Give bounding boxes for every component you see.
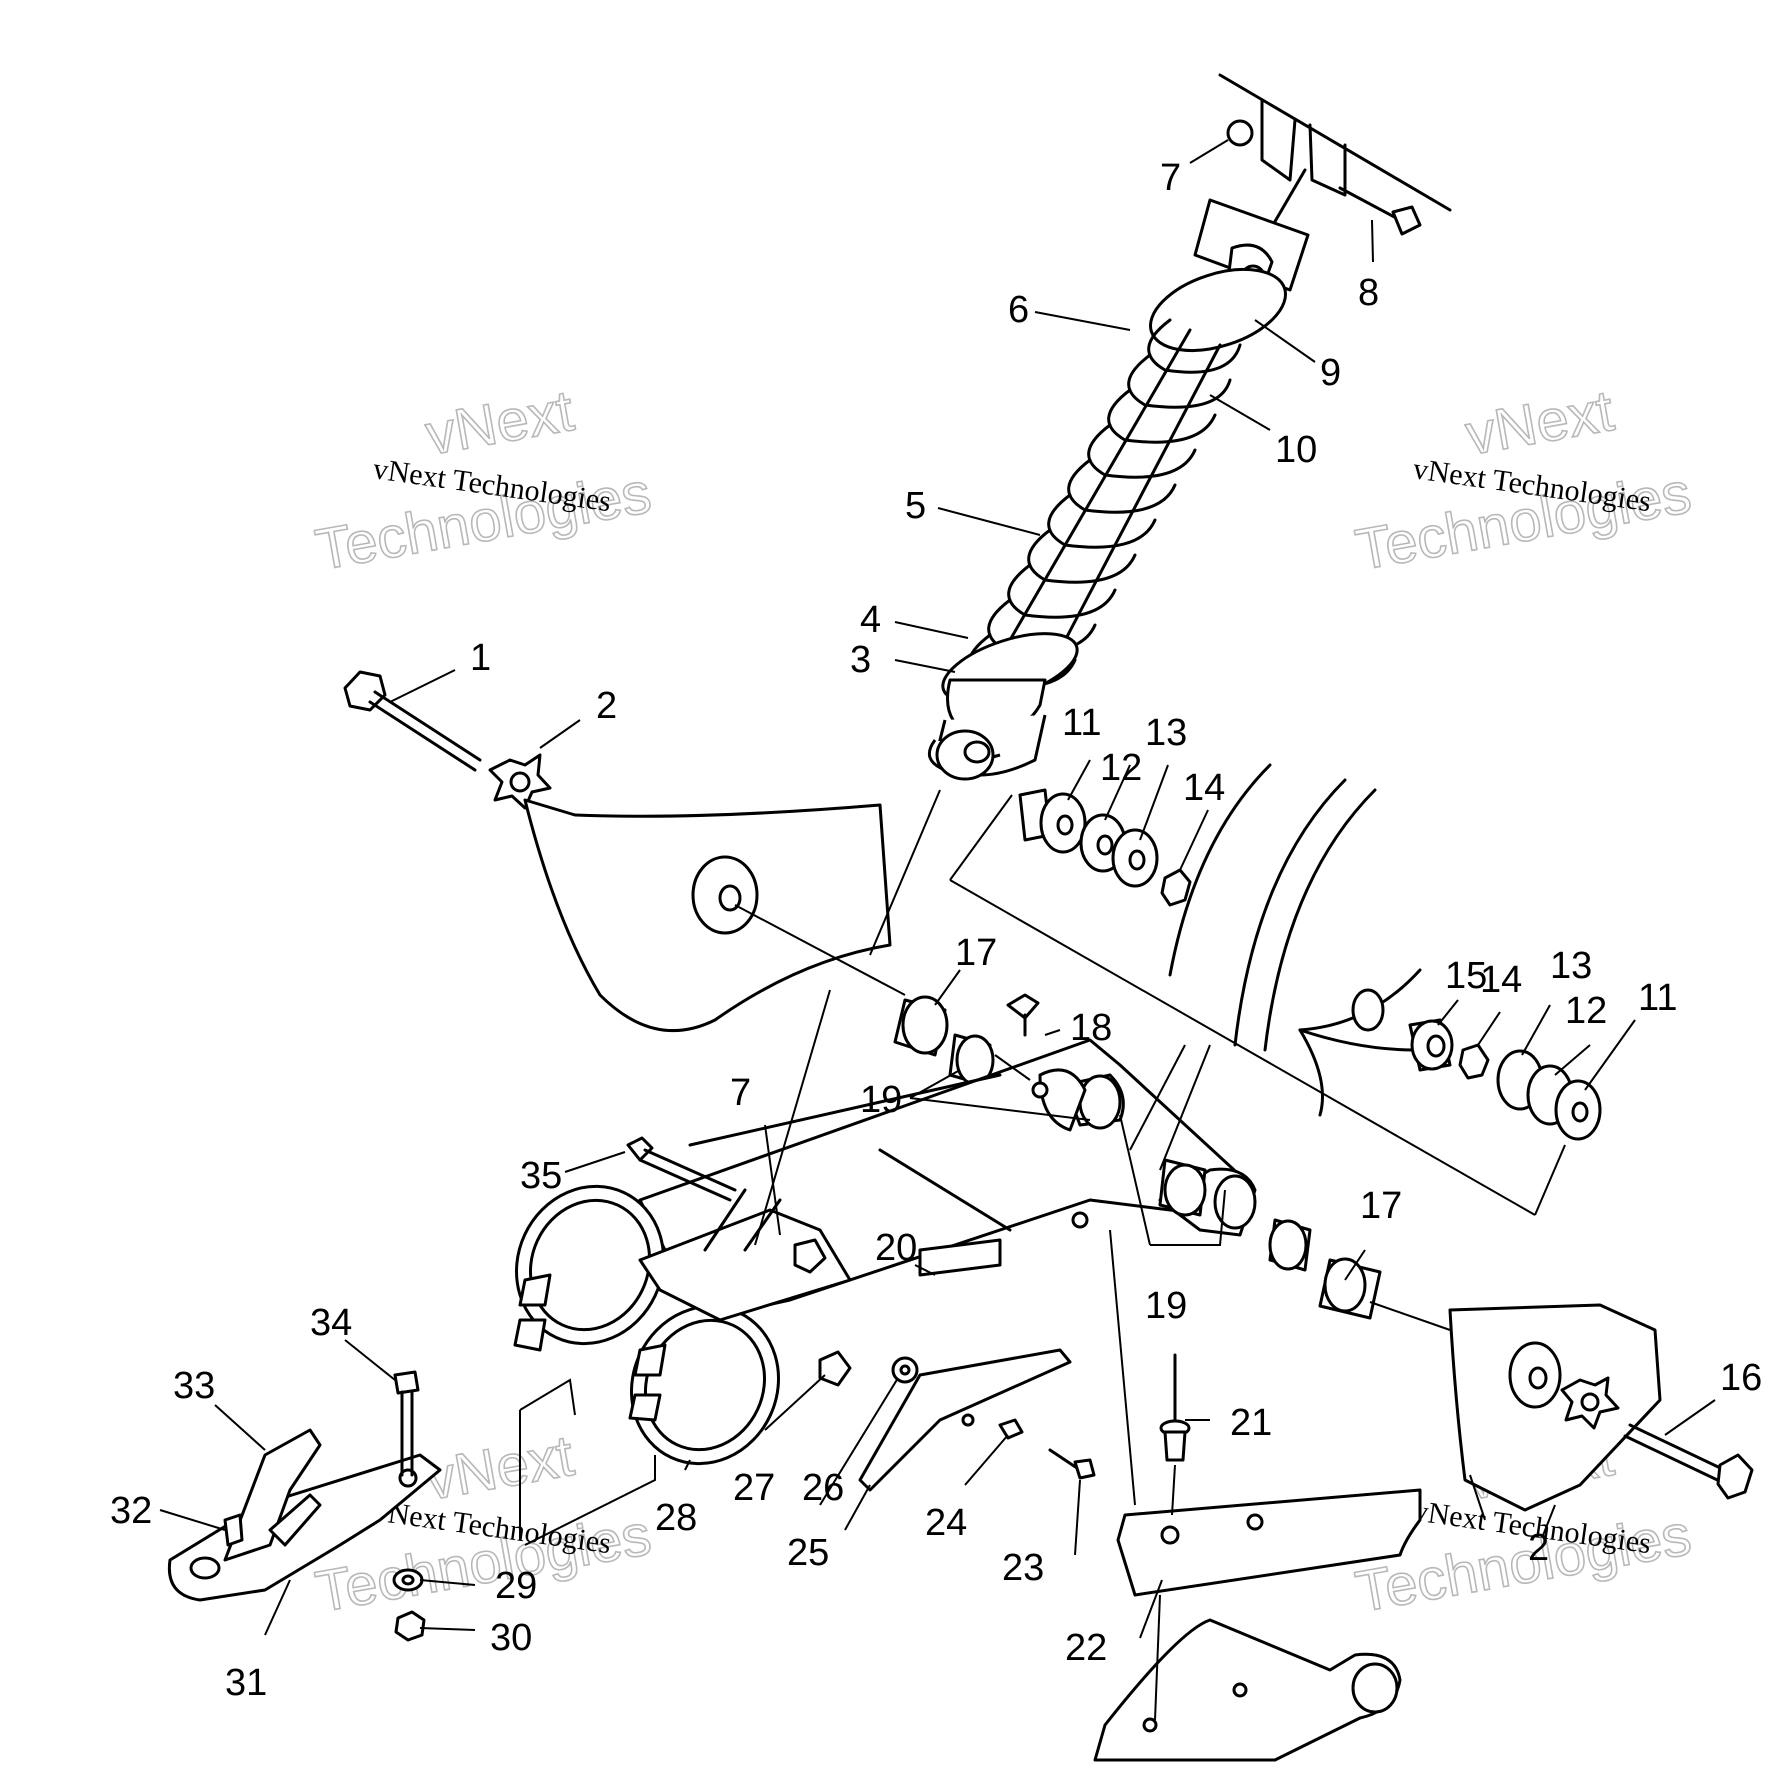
nut-32 xyxy=(223,1513,244,1547)
bolt-35 xyxy=(626,1136,737,1202)
callout-12: 12 xyxy=(1100,747,1142,789)
callout-21: 21 xyxy=(1230,1402,1272,1444)
callout-17: 17 xyxy=(955,932,997,974)
watermark-top-left: vNext Technologies vNext Technologies xyxy=(310,377,656,583)
axle-clamp-upper xyxy=(513,1184,665,1352)
callout-6: 6 xyxy=(1008,289,1029,331)
wheel-arc xyxy=(1168,763,1377,1052)
callout-3: 3 xyxy=(850,639,871,681)
star-washer-2-right xyxy=(1560,1376,1620,1430)
callout-4: 4 xyxy=(860,599,881,641)
washer-26 xyxy=(891,1356,919,1384)
callout-8: 8 xyxy=(1358,272,1379,314)
callout-5: 5 xyxy=(905,485,926,527)
callout-14: 14 xyxy=(1480,959,1522,1001)
washer-11-upper xyxy=(1018,788,1087,854)
lower-arm-bracket xyxy=(1093,1618,1402,1762)
callout-28: 28 xyxy=(655,1497,697,1539)
callout-labels: 1 2 2 3 4 5 6 7 7 8 9 10 11 11 12 12 13 … xyxy=(110,157,1762,1704)
bracket-25 xyxy=(858,1348,1072,1492)
washer-29 xyxy=(392,1568,424,1592)
leader-lines xyxy=(159,139,1716,1639)
grease-fitting-18 xyxy=(1006,993,1040,1037)
nut-14-lower xyxy=(1458,1043,1490,1080)
nut-7-lower xyxy=(793,1238,827,1274)
nut-14-upper xyxy=(1160,868,1192,907)
bushing-19-right xyxy=(1158,1158,1312,1272)
callout-10: 10 xyxy=(1275,429,1317,471)
shock-absorber xyxy=(927,243,1287,781)
callout-14: 14 xyxy=(1183,767,1225,809)
callout-11: 11 xyxy=(1638,977,1677,1019)
callout-23: 23 xyxy=(1002,1547,1044,1589)
bolt-1 xyxy=(343,670,482,772)
callout-15: 15 xyxy=(1445,955,1487,997)
nut-27 xyxy=(818,1350,852,1387)
shock-spring xyxy=(967,318,1242,689)
callout-33: 33 xyxy=(173,1365,215,1407)
star-washer-2-left xyxy=(488,753,552,810)
callout-2: 2 xyxy=(1528,1527,1549,1569)
callout-31: 31 xyxy=(225,1662,267,1704)
watermark-top-right: vNext Technologies vNext Technologies xyxy=(1350,377,1696,583)
callout-27: 27 xyxy=(733,1467,775,1509)
pin-24 xyxy=(998,1418,1024,1440)
callout-7: 7 xyxy=(1160,157,1181,199)
callout-20: 20 xyxy=(875,1227,917,1269)
callout-19: 19 xyxy=(860,1079,902,1121)
callout-22: 22 xyxy=(1065,1627,1107,1669)
callout-2: 2 xyxy=(596,685,617,727)
watermark-big-line1: vNext xyxy=(421,1423,578,1513)
bushing-17-right xyxy=(1318,1257,1382,1320)
right-mount-bracket xyxy=(1448,1303,1662,1512)
bracket-33 xyxy=(223,1428,322,1562)
spacer-15 xyxy=(1408,1018,1454,1072)
callout-12: 12 xyxy=(1565,990,1607,1032)
callout-19: 19 xyxy=(1145,1285,1187,1327)
callout-32: 32 xyxy=(110,1490,152,1532)
callout-9: 9 xyxy=(1320,352,1341,394)
callout-18: 18 xyxy=(1070,1007,1112,1049)
callout-17: 17 xyxy=(1360,1185,1402,1227)
plate-22 xyxy=(1116,1488,1422,1597)
callout-7: 7 xyxy=(730,1072,751,1114)
axle-clamp-28 xyxy=(628,1304,780,1466)
bolt-34 xyxy=(393,1370,420,1477)
callout-11: 11 xyxy=(1062,702,1101,744)
callout-29: 29 xyxy=(495,1565,537,1607)
nut-7-top xyxy=(1226,119,1254,147)
callout-16: 16 xyxy=(1720,1357,1762,1399)
pin-21 xyxy=(1159,1353,1191,1462)
screw-23 xyxy=(1048,1448,1096,1480)
callout-25: 25 xyxy=(787,1532,829,1574)
bolt-16 xyxy=(1623,1423,1754,1500)
bracket-assembly-31 xyxy=(167,1453,442,1602)
callout-13: 13 xyxy=(1550,945,1592,987)
hub-flange xyxy=(1298,968,1422,1117)
bolt-8 xyxy=(1338,186,1422,236)
washer-13-upper xyxy=(1111,828,1159,888)
callout-13: 13 xyxy=(1145,712,1187,754)
callout-30: 30 xyxy=(490,1617,532,1659)
watermark-big-line1: vNext xyxy=(1461,378,1618,468)
alignment-lines xyxy=(519,789,1566,1721)
clamp-bracket xyxy=(638,1188,852,1322)
callout-24: 24 xyxy=(925,1502,967,1544)
callout-1: 1 xyxy=(470,637,491,679)
nut-30 xyxy=(394,1610,426,1642)
washer-11-lower xyxy=(1554,1079,1602,1141)
callout-26: 26 xyxy=(802,1467,844,1509)
callout-35: 35 xyxy=(520,1155,562,1197)
bushing-17-left xyxy=(893,995,949,1057)
callout-34: 34 xyxy=(310,1302,352,1344)
watermark-big-line1: vNext xyxy=(421,378,578,468)
left-mount-bracket xyxy=(523,798,892,1033)
